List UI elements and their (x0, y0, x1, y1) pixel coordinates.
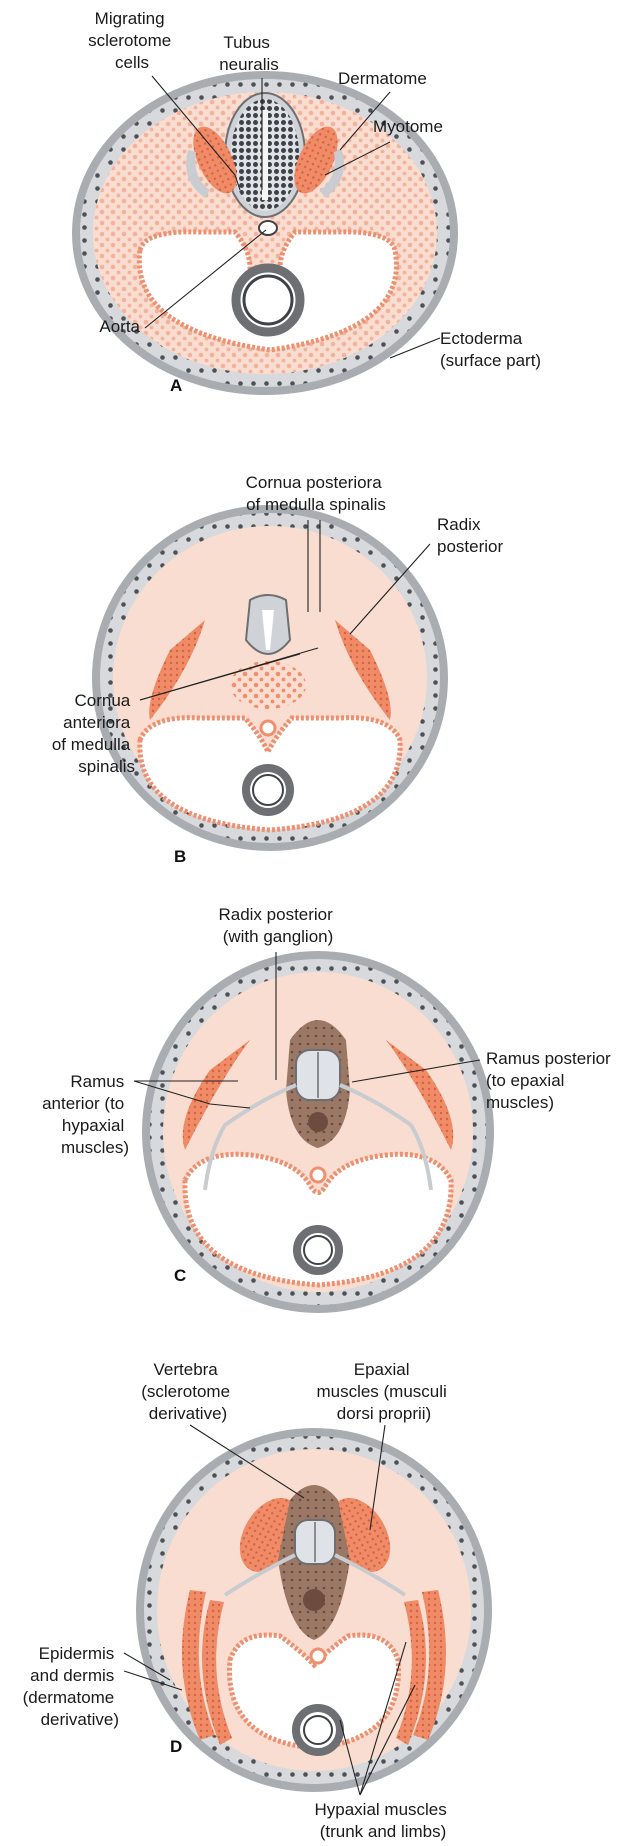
panel-b (92, 505, 448, 851)
label-cornua-posteriora: Cornua posteriora of medulla spinalis (246, 473, 387, 514)
label-radix-posterior: Radix posterior (437, 515, 503, 556)
label-tubus-neuralis: Tubus neuralis (219, 33, 279, 74)
notochord (303, 1589, 325, 1611)
label-epaxial: Epaxial muscles (musculi dorsi proprii) (316, 1360, 451, 1423)
label-migrating-sclerotome: Migrating sclerotome cells (88, 9, 176, 72)
panel-letter-a: A (170, 376, 182, 395)
label-ramus-posterior: Ramus posterior (to epaxial muscles) (486, 1049, 615, 1112)
label-epidermis: Epidermis and dermis (dermatome derivati… (23, 1644, 119, 1729)
panel-letter-b: B (174, 847, 186, 866)
aorta (261, 721, 275, 735)
aorta (311, 1649, 325, 1663)
panel-letter-c: C (174, 1266, 186, 1285)
sclerotome-mass (230, 661, 306, 709)
label-ectoderma: Ectoderma (surface part) (440, 329, 541, 370)
aorta (311, 1168, 325, 1182)
panel-c (142, 951, 494, 1313)
panel-d (136, 1428, 492, 1792)
label-ramus-anterior: Ramus anterior (to hypaxial muscles) (42, 1072, 129, 1157)
label-dermatome: Dermatome (338, 69, 427, 88)
label-radix-ganglion: Radix posterior (with ganglion) (218, 905, 337, 946)
panel-letter-d: D (170, 1737, 182, 1756)
notochord (308, 1112, 328, 1132)
label-hypaxial: Hypaxial muscles (trunk and limbs) (315, 1800, 452, 1841)
label-vertebra: Vertebra (sclerotome derivative) (141, 1360, 235, 1423)
label-aorta: Aorta (99, 317, 140, 336)
label-myotome: Myotome (373, 117, 443, 136)
